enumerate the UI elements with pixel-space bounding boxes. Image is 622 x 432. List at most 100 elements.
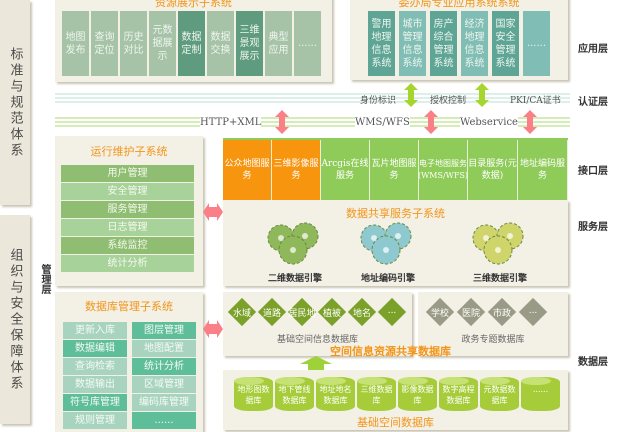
- agency-app-tile[interactable]: 城市管理信息系统: [399, 11, 426, 76]
- db-mgmt-item[interactable]: 编码库管理: [132, 394, 196, 411]
- db-mgmt-item[interactable]: 查询检索: [63, 358, 127, 375]
- interface-service[interactable]: 电子地图服务(WMS/WFS): [418, 140, 468, 200]
- sharing-title: 数据共享服务子系统: [346, 207, 445, 220]
- layer-service: 服务层: [578, 222, 608, 233]
- base-info-item[interactable]: 地名: [347, 297, 377, 327]
- db-mgmt-item[interactable]: ......: [132, 412, 196, 429]
- ops-item[interactable]: 系统监控: [61, 237, 194, 254]
- base-info-item[interactable]: 居民地: [287, 297, 317, 327]
- base-info-item-label: 植被: [322, 309, 341, 319]
- ops-item[interactable]: 统计分析: [61, 255, 194, 272]
- db-mgmt-item[interactable]: 地图配置: [132, 340, 196, 357]
- protocol-http: HTTP+XML: [200, 117, 262, 128]
- base-info-caption: 基础空间信息数据库: [276, 335, 358, 345]
- protocol-band: HTTP+XML WMS/WFS Webservice: [55, 117, 570, 129]
- interface-service[interactable]: 目录服务(元数据): [468, 140, 518, 200]
- resource-tile[interactable]: 典型应用: [265, 11, 292, 76]
- agency-app-tile[interactable]: 国家安全管理系统: [492, 11, 519, 76]
- database-cylinder[interactable]: 元数据数据库: [480, 377, 519, 411]
- database-cylinder[interactable]: ......: [521, 377, 560, 411]
- layer-auth: 认证层: [578, 97, 608, 108]
- ops-item[interactable]: 服务管理: [61, 201, 194, 218]
- double-arrow-icon: [475, 83, 489, 107]
- base-info-item-label: 水域: [232, 309, 251, 319]
- database-cylinder[interactable]: 影像数据库: [398, 377, 437, 411]
- resource-tile[interactable]: ......: [294, 11, 321, 76]
- layer-data: 数据层: [578, 357, 608, 368]
- resource-tile[interactable]: 三维景观展示: [236, 11, 263, 76]
- database-cylinder[interactable]: 地址地名数据库: [316, 377, 355, 411]
- db-mgmt-item[interactable]: 图层管理: [132, 322, 196, 339]
- database-cylinder[interactable]: 数字高程数据库: [439, 377, 478, 411]
- db-mgmt-item[interactable]: 数据输出: [63, 376, 127, 393]
- gov-item-label: ...: [528, 306, 538, 316]
- resource-tile[interactable]: 历史对比: [120, 11, 147, 76]
- protocol-webservice: Webservice: [460, 117, 518, 128]
- agency-app-tile[interactable]: 警用地理信息系统: [368, 11, 395, 76]
- ops-item[interactable]: 日志管理: [61, 219, 194, 236]
- agency-app-tile[interactable]: 房产综合管理系统: [430, 11, 457, 76]
- ops-title: 运行维护子系统: [90, 145, 168, 158]
- ops-item[interactable]: 安全管理: [61, 183, 194, 200]
- base-info-item-label: 地名: [352, 309, 371, 319]
- base-info-item[interactable]: 道路: [257, 297, 287, 327]
- double-arrow-icon: [404, 83, 418, 107]
- gov-item-label: 学校: [430, 309, 449, 319]
- up-arrow-icon: [300, 356, 332, 372]
- gov-caption: 政务专题数据库: [461, 335, 525, 345]
- resource-tile[interactable]: 元数据展示: [149, 11, 176, 76]
- gov-item[interactable]: ...: [518, 297, 548, 327]
- interface-service[interactable]: Arcgis在线服务: [321, 140, 370, 200]
- base-info-item[interactable]: ...: [377, 297, 407, 327]
- db-mgmt-item[interactable]: 区域管理: [132, 376, 196, 393]
- db-mgmt-item[interactable]: 符号库管理: [63, 394, 127, 411]
- resource-tile[interactable]: 查询定位: [91, 11, 118, 76]
- database-cylinder[interactable]: 三维数据库: [357, 377, 396, 411]
- agency-app-tile[interactable]: 经济地理信息系统: [461, 11, 488, 76]
- gov-item-label: 市政: [492, 309, 511, 319]
- resource-tile[interactable]: 数据交换: [207, 11, 234, 76]
- interface-service[interactable]: 地址编码服务: [518, 140, 568, 200]
- base-info-item[interactable]: 水域: [227, 297, 257, 327]
- gov-item[interactable]: 市政: [487, 297, 517, 327]
- database-cylinder[interactable]: 地下管线数据库: [275, 377, 314, 411]
- db-mgmt-item[interactable]: 更新入库: [63, 322, 127, 339]
- gov-item[interactable]: 医院: [456, 297, 486, 327]
- db-mgmt-item[interactable]: 统计分析: [132, 358, 196, 375]
- layer-application: 应用层: [578, 44, 608, 55]
- engine-label: 二维数据引擎: [267, 274, 322, 284]
- layer-interface: 接口层: [578, 166, 608, 177]
- base-info-item[interactable]: 植被: [317, 297, 347, 327]
- resource-display-title: 资源展示子系统: [155, 0, 232, 9]
- auth-identity: 身份标识: [360, 96, 397, 106]
- gov-item[interactable]: 学校: [425, 297, 455, 327]
- engine-label: 三维数据引擎: [472, 274, 527, 284]
- double-arrow-icon: [424, 110, 438, 134]
- db-mgmt-item[interactable]: 数据编辑: [63, 340, 127, 357]
- double-arrow-icon: [523, 110, 537, 134]
- agency-app-tile[interactable]: ......: [523, 11, 550, 76]
- management-layer-label: 管理层: [39, 264, 50, 294]
- base-db-title: 基础空间数据库: [357, 416, 434, 429]
- gear-icon: [360, 222, 412, 265]
- engine-label: 地址编码引擎: [360, 274, 415, 284]
- ops-item[interactable]: 用户管理: [61, 165, 194, 182]
- base-info-panel: 基础空间信息数据库: [223, 292, 412, 356]
- protocol-wms: WMS/WFS: [355, 117, 410, 128]
- gear-icon: [267, 222, 319, 265]
- db-mgmt-item[interactable]: 规则管理: [63, 412, 127, 429]
- database-cylinder[interactable]: 地形图数据库: [234, 377, 273, 411]
- gov-item-label: 医院: [461, 309, 480, 319]
- auth-band: 身份标识 授权控制 PKI/CA证书: [55, 93, 570, 106]
- base-info-item-label: ...: [387, 306, 397, 316]
- db-mgmt-title: 数据库管理子系统: [85, 300, 173, 313]
- base-info-item-label: 道路: [262, 309, 281, 319]
- resource-tile[interactable]: 地图发布: [62, 11, 89, 76]
- interface-service[interactable]: 公众地图服务: [223, 140, 272, 200]
- double-arrow-icon: [275, 110, 289, 134]
- interface-service[interactable]: 瓦片地图服务: [370, 140, 419, 200]
- resource-tile[interactable]: 数据定制: [178, 11, 205, 76]
- gear-icon: [472, 222, 524, 265]
- auth-pki: PKI/CA证书: [510, 96, 561, 106]
- interface-service[interactable]: 三维影像服务: [272, 140, 321, 200]
